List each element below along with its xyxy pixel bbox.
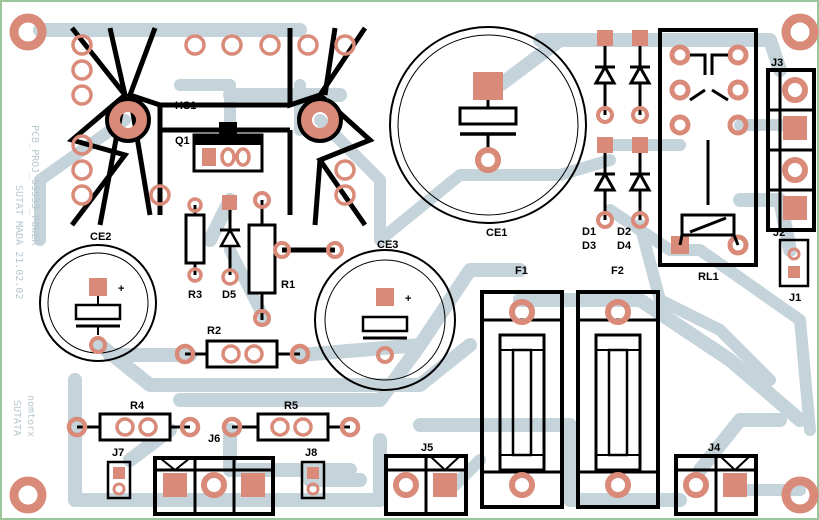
connector-j6: J6 xyxy=(153,433,275,516)
ce2-plus: + xyxy=(118,283,124,295)
connector-j5: J5 xyxy=(384,442,468,516)
mirror-text-2: SUTAT MADA 21.02.02 xyxy=(13,185,24,299)
label-j6: J6 xyxy=(208,433,220,445)
mirror-text-1: PCB_PROJ_55533_POWER xyxy=(29,125,40,246)
label-d3: D3 xyxy=(582,240,596,252)
label-j5: J5 xyxy=(421,442,433,454)
label-j1: J1 xyxy=(789,292,801,304)
relay-rl1: RL1 xyxy=(658,28,758,283)
label-r1: R1 xyxy=(281,279,295,291)
ce3-plus: + xyxy=(405,293,411,305)
fuse-f2: F2 xyxy=(576,265,660,509)
label-d4: D4 xyxy=(617,240,632,252)
label-hs1: HS1 xyxy=(175,100,196,112)
label-f2: F2 xyxy=(611,265,624,277)
capacitor-ce3: CE3 + xyxy=(314,239,456,391)
resistor-r4: R4 xyxy=(66,400,201,442)
label-d1: D1 xyxy=(582,226,596,238)
label-r3: R3 xyxy=(188,289,202,301)
label-ce2: CE2 xyxy=(90,231,111,243)
label-j7: J7 xyxy=(112,447,124,459)
diodes-d1-d4: D1 D2 D3 D4 xyxy=(582,30,652,252)
label-r4: R4 xyxy=(130,400,145,412)
connector-j2-j1: J2 J1 xyxy=(773,227,810,304)
mirror-text-3: nomtorx xyxy=(25,395,36,437)
connector-j3: J3 xyxy=(766,57,816,232)
label-r5: R5 xyxy=(284,400,298,412)
label-j4: J4 xyxy=(708,442,721,454)
label-q1: Q1 xyxy=(175,135,190,147)
heatsink-hs1: HS1 xyxy=(66,26,375,227)
transistor-q1: Q1 xyxy=(175,122,264,173)
mounting-holes xyxy=(9,13,819,514)
label-r2: R2 xyxy=(207,325,221,337)
label-f1: F1 xyxy=(515,265,528,277)
connector-j8: J8 xyxy=(300,447,326,500)
resistor-r3: R3 xyxy=(184,197,206,301)
connector-j4: J4 xyxy=(674,442,758,516)
fuse-f1: F1 xyxy=(480,265,564,509)
label-rl1: RL1 xyxy=(698,271,719,283)
label-d2: D2 xyxy=(617,226,631,238)
label-ce1: CE1 xyxy=(486,227,507,239)
jumper-wire xyxy=(273,241,344,259)
connector-j7: J7 xyxy=(106,447,132,500)
label-j2: J2 xyxy=(773,227,785,239)
mirrored-bottom-text: PCB_PROJ_55533_POWER SUTAT MADA 21.02.02… xyxy=(11,125,40,437)
resistor-r1: R1 xyxy=(247,191,295,327)
resistor-r2: R2 xyxy=(174,325,311,369)
mirror-text-4: SUTATA xyxy=(11,400,22,436)
capacitor-ce1: CE1 xyxy=(389,26,587,239)
label-ce3: CE3 xyxy=(377,239,398,251)
label-j8: J8 xyxy=(305,447,317,459)
label-d5: D5 xyxy=(222,289,236,301)
capacitor-ce2: CE2 + xyxy=(39,231,157,362)
resistor-r5: R5 xyxy=(221,400,361,442)
label-j3: J3 xyxy=(771,57,783,69)
diode-d5: D5 xyxy=(218,195,242,301)
